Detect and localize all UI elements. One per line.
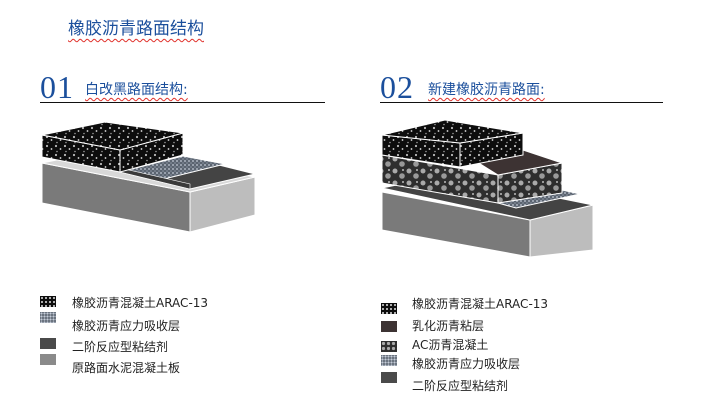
swatch-dark xyxy=(381,372,397,383)
divider-2 xyxy=(380,102,663,103)
diagram-new-rubber-asphalt xyxy=(381,119,594,258)
swatch-dark xyxy=(40,338,56,349)
legend-item: 乳化沥青粘层 xyxy=(412,319,485,333)
swatch-ac xyxy=(381,341,397,352)
diagram-white-to-black xyxy=(41,121,256,233)
legend-item: 橡胶沥青应力吸收层 xyxy=(412,357,521,371)
legend-item: 二阶反应型粘结剂 xyxy=(72,340,169,354)
legend-item: 二阶反应型粘结剂 xyxy=(412,379,509,393)
legend-item: AC沥青混凝土 xyxy=(412,338,489,352)
swatch-brown xyxy=(381,321,397,332)
swatch-gray xyxy=(40,354,56,365)
legend-item: 橡胶沥青混凝土ARAC-13 xyxy=(72,296,209,310)
legend-item: 橡胶沥青混凝土ARAC-13 xyxy=(412,297,549,311)
swatch-gravel xyxy=(381,355,397,366)
swatch-arac xyxy=(381,303,397,314)
swatch-gravel xyxy=(40,312,56,323)
swatch-arac xyxy=(40,296,56,307)
divider-1 xyxy=(40,102,325,103)
legend-item: 橡胶沥青应力吸收层 xyxy=(72,319,181,333)
section-number-1: 01 xyxy=(40,69,74,105)
section-number-2: 02 xyxy=(380,69,414,105)
section-heading-2: 新建橡胶沥青路面: xyxy=(428,82,545,98)
page-title: 橡胶沥青路面结构 xyxy=(68,19,204,39)
section-heading-1: 白改黑路面结构: xyxy=(85,82,188,98)
legend-item: 原路面水泥混凝土板 xyxy=(72,361,181,375)
